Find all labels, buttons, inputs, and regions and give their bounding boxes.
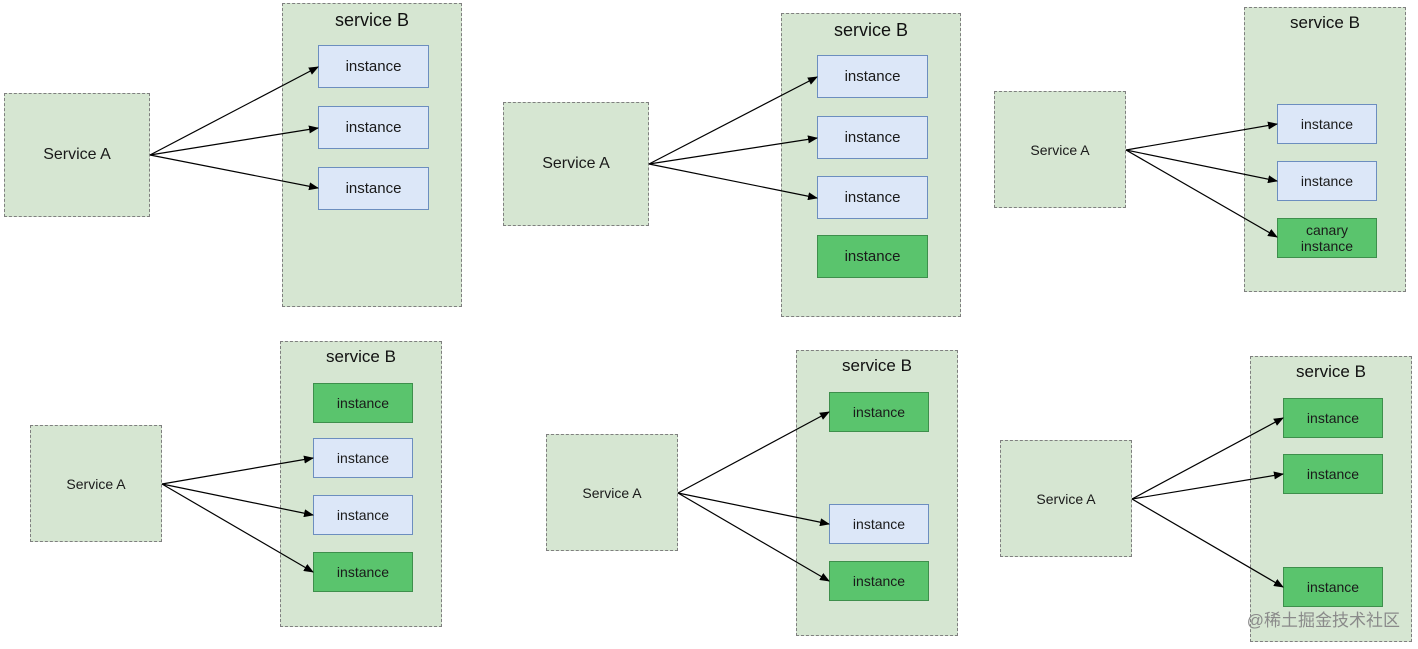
new-instance-box: instance <box>829 561 929 601</box>
canary-instance-box: canary instance <box>1277 218 1377 258</box>
service-b-title: service B <box>1296 362 1366 381</box>
request-arrow <box>648 135 818 165</box>
service-a-label: Service A <box>1036 490 1096 507</box>
service-a-label: Service A <box>66 475 126 492</box>
request-arrow <box>1131 498 1284 588</box>
request-arrow <box>648 76 818 165</box>
service-a-box: Service A <box>1000 440 1132 557</box>
instance-box: instance <box>313 438 413 478</box>
instance-box: instance <box>318 45 429 88</box>
request-arrow <box>161 483 314 518</box>
instance-box: instance <box>817 55 928 98</box>
request-arrow <box>149 125 319 156</box>
service-a-box: Service A <box>503 102 649 226</box>
request-arrow <box>648 163 818 201</box>
service-b-title: service B <box>326 347 396 366</box>
request-arrow <box>1125 149 1278 238</box>
service-a-label: Service A <box>542 155 610 172</box>
instance-box: instance <box>1277 104 1377 144</box>
request-arrow <box>1125 149 1278 184</box>
service-b-title: service B <box>833 20 909 40</box>
new-instance-box: instance <box>1283 567 1383 607</box>
service-a-label: Service A <box>43 146 111 163</box>
request-arrow <box>677 492 830 582</box>
instance-box: instance <box>318 167 429 210</box>
request-arrow <box>149 154 319 191</box>
instance-box: instance <box>1277 161 1377 201</box>
instance-box: instance <box>318 106 429 149</box>
instance-label: instance <box>1300 238 1354 254</box>
service-a-label: Service A <box>582 484 642 501</box>
instance-box: instance <box>817 176 928 219</box>
service-b-title: service B <box>334 10 410 30</box>
new-instance-box: instance <box>313 383 413 423</box>
service-a-box: Service A <box>4 93 150 217</box>
service-a-box: Service A <box>30 425 162 542</box>
request-arrow <box>161 483 314 573</box>
request-arrow <box>1125 121 1278 151</box>
new-instance-box: instance <box>313 552 413 592</box>
request-arrow <box>677 492 830 527</box>
request-arrow <box>149 66 319 156</box>
instance-box: instance <box>829 504 929 544</box>
request-arrow <box>1131 417 1284 500</box>
service-b-title: service B <box>1290 13 1360 32</box>
watermark: @稀土掘金技术社区 <box>1246 611 1400 630</box>
new-instance-box: instance <box>1283 398 1383 438</box>
new-instance-box: instance <box>829 392 929 432</box>
service-b-title: service B <box>842 356 912 375</box>
new-instance-box: instance <box>1283 454 1383 494</box>
instance-box: instance <box>817 116 928 159</box>
request-arrow <box>677 411 830 494</box>
request-arrow <box>161 455 314 485</box>
request-arrow <box>1131 471 1284 500</box>
service-a-label: Service A <box>1030 141 1090 158</box>
service-b-group: service B <box>282 3 462 307</box>
new-instance-box: instance <box>817 235 928 278</box>
instance-box: instance <box>313 495 413 535</box>
service-a-box: Service A <box>994 91 1126 208</box>
canary-label: canary <box>1305 221 1349 238</box>
service-a-box: Service A <box>546 434 678 551</box>
